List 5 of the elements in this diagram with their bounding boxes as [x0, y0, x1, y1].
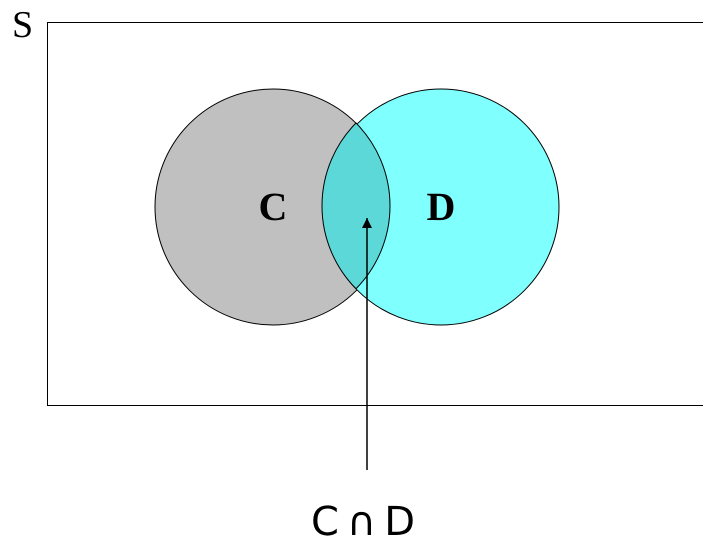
- set-label: C: [258, 187, 288, 227]
- set-label: D: [426, 187, 456, 227]
- leader-arrow: [362, 218, 372, 470]
- intersection-label: C∩D: [311, 502, 423, 542]
- set-label: S: [12, 6, 34, 44]
